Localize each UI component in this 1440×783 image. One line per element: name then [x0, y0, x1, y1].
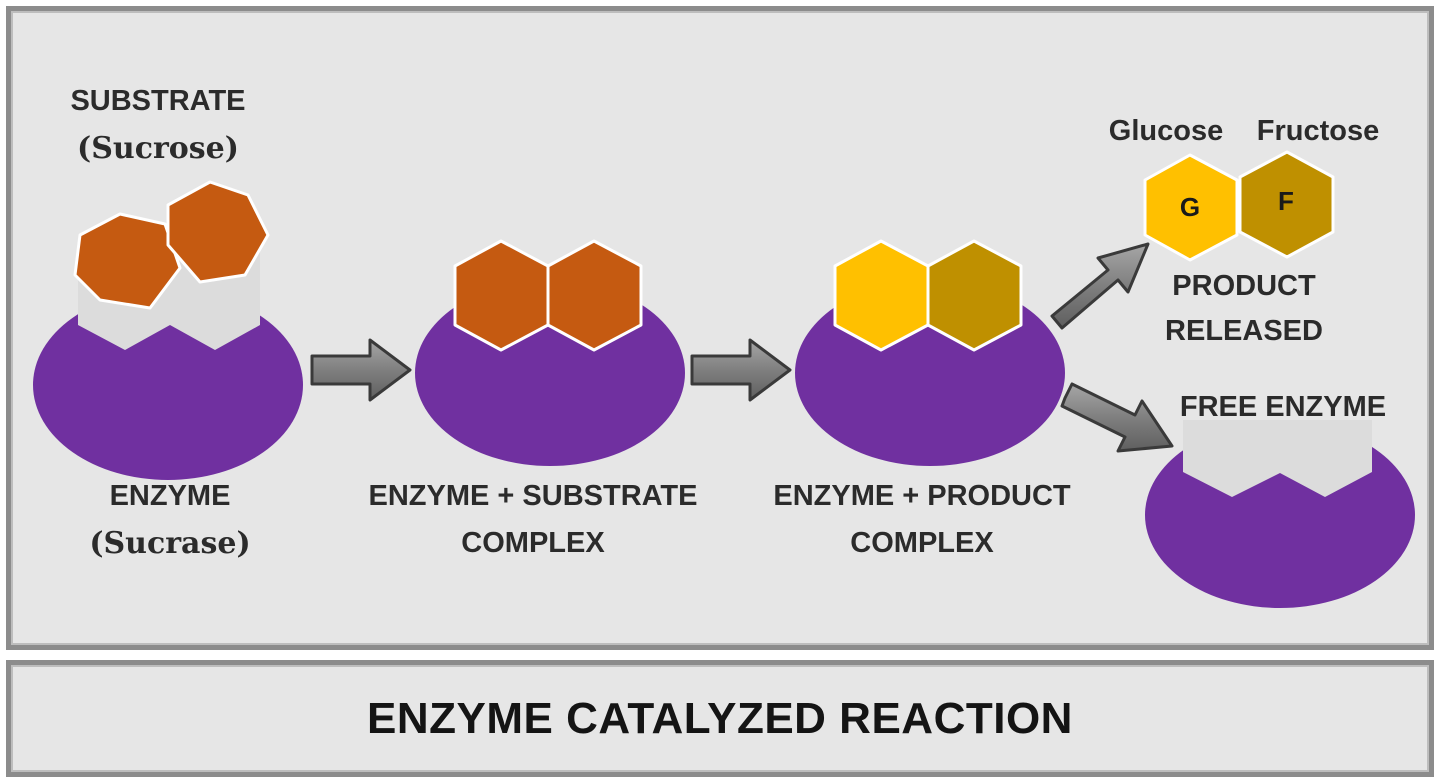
fructose-letter: F: [1278, 186, 1294, 216]
reaction-diagram: SUBSTRATE (Sucrose) ENZYME (Sucrase) ENZ…: [33, 85, 1415, 608]
arrow-to-free-enzyme: [1060, 382, 1174, 453]
fructose-hexagon: [1238, 150, 1335, 259]
arrow-1: [310, 338, 412, 402]
arrow-to-product: [1050, 242, 1150, 330]
arrow-2: [690, 338, 792, 402]
product-released-label-line2: RELEASED: [1165, 315, 1323, 347]
enzyme-stage-2: [415, 239, 685, 466]
enzyme-stage-3: [795, 239, 1065, 466]
fructose-label: Fructose: [1257, 115, 1379, 147]
es-complex-label: ENZYME + SUBSTRATE: [369, 480, 698, 512]
substrate-hexagon-left: [453, 239, 550, 352]
glucose-hexagon: [1143, 153, 1239, 262]
enzyme-name-label: (Sucrase): [89, 526, 250, 561]
substrate-hexagon-right: [166, 180, 270, 284]
product-released-label: PRODUCT: [1172, 270, 1316, 302]
glucose-letter: G: [1180, 192, 1200, 222]
free-enzyme: [1145, 420, 1415, 608]
fructose-hexagon: [926, 239, 1023, 352]
active-site: [1183, 420, 1372, 497]
glucose-hexagon: [833, 239, 930, 352]
enzyme-label: ENZYME: [110, 480, 231, 512]
enzyme-stage-1: [33, 180, 303, 480]
title-panel: ENZYME CATALYZED REACTION: [6, 660, 1434, 777]
free-enzyme-label: FREE ENZYME: [1180, 391, 1386, 423]
ep-complex-label-line2: COMPLEX: [850, 527, 994, 559]
substrate-hexagon-left: [73, 212, 182, 310]
substrate-label: SUBSTRATE: [70, 85, 245, 117]
ep-complex-label: ENZYME + PRODUCT: [773, 480, 1071, 512]
released-products: G F: [1143, 150, 1335, 262]
diagram-title: ENZYME CATALYZED REACTION: [367, 693, 1073, 743]
substrate-name-label: (Sucrose): [77, 131, 239, 166]
es-complex-label-line2: COMPLEX: [461, 527, 605, 559]
glucose-label: Glucose: [1109, 115, 1223, 147]
substrate-hexagon-right: [546, 239, 643, 352]
